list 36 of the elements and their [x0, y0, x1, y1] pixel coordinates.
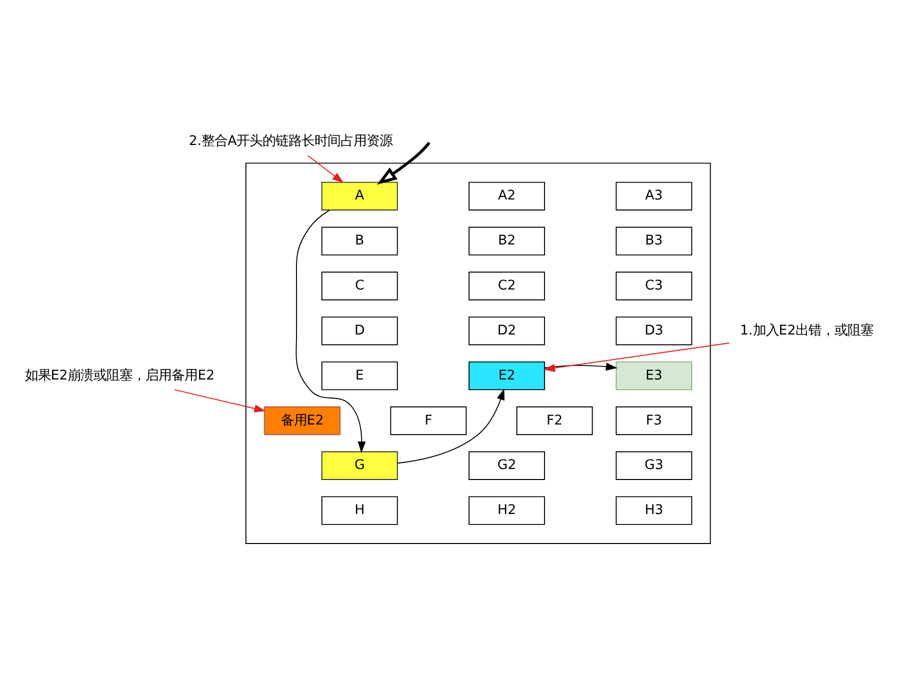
arrow [296, 209, 366, 453]
arrow [307, 154, 344, 183]
node-box: E3 [616, 360, 692, 390]
node-text: 如果E2崩溃或阻塞，启用备用E2 [24, 368, 215, 383]
arrow [396, 388, 505, 464]
node-box: C3 [616, 271, 692, 300]
node-box: E [321, 360, 398, 390]
node-box: G [321, 450, 398, 480]
node-box: A2 [468, 181, 546, 210]
node-text: 2.整合A开头的链路长时间占用资源 [188, 134, 393, 149]
node-box: D2 [468, 316, 546, 345]
node-box: F2 [516, 406, 593, 435]
node-text: 1.加入E2出错，或阻塞 [740, 322, 874, 338]
node-box: C2 [468, 271, 546, 300]
node-box: B3 [616, 226, 692, 255]
node-box: 备用E2 [264, 406, 341, 435]
node-box: A3 [616, 181, 692, 210]
node-box: B2 [468, 226, 546, 255]
node-box: H2 [468, 496, 546, 524]
node-box: B [321, 226, 398, 255]
node-box: F [390, 406, 467, 435]
node-box: E2 [468, 360, 546, 390]
arrow [174, 388, 266, 412]
arrow [376, 141, 430, 184]
node-box: H [321, 496, 398, 524]
node-box: G3 [616, 450, 692, 480]
node-box: G2 [468, 450, 546, 480]
arrow [544, 362, 618, 370]
node-box: D3 [616, 316, 692, 345]
node-box: D [321, 316, 398, 345]
node-box: H3 [616, 496, 692, 524]
cluster [245, 162, 711, 544]
arrow [543, 342, 730, 372]
node-box: F3 [616, 406, 692, 435]
node-box: A [321, 181, 398, 210]
node-box: C [321, 271, 398, 300]
